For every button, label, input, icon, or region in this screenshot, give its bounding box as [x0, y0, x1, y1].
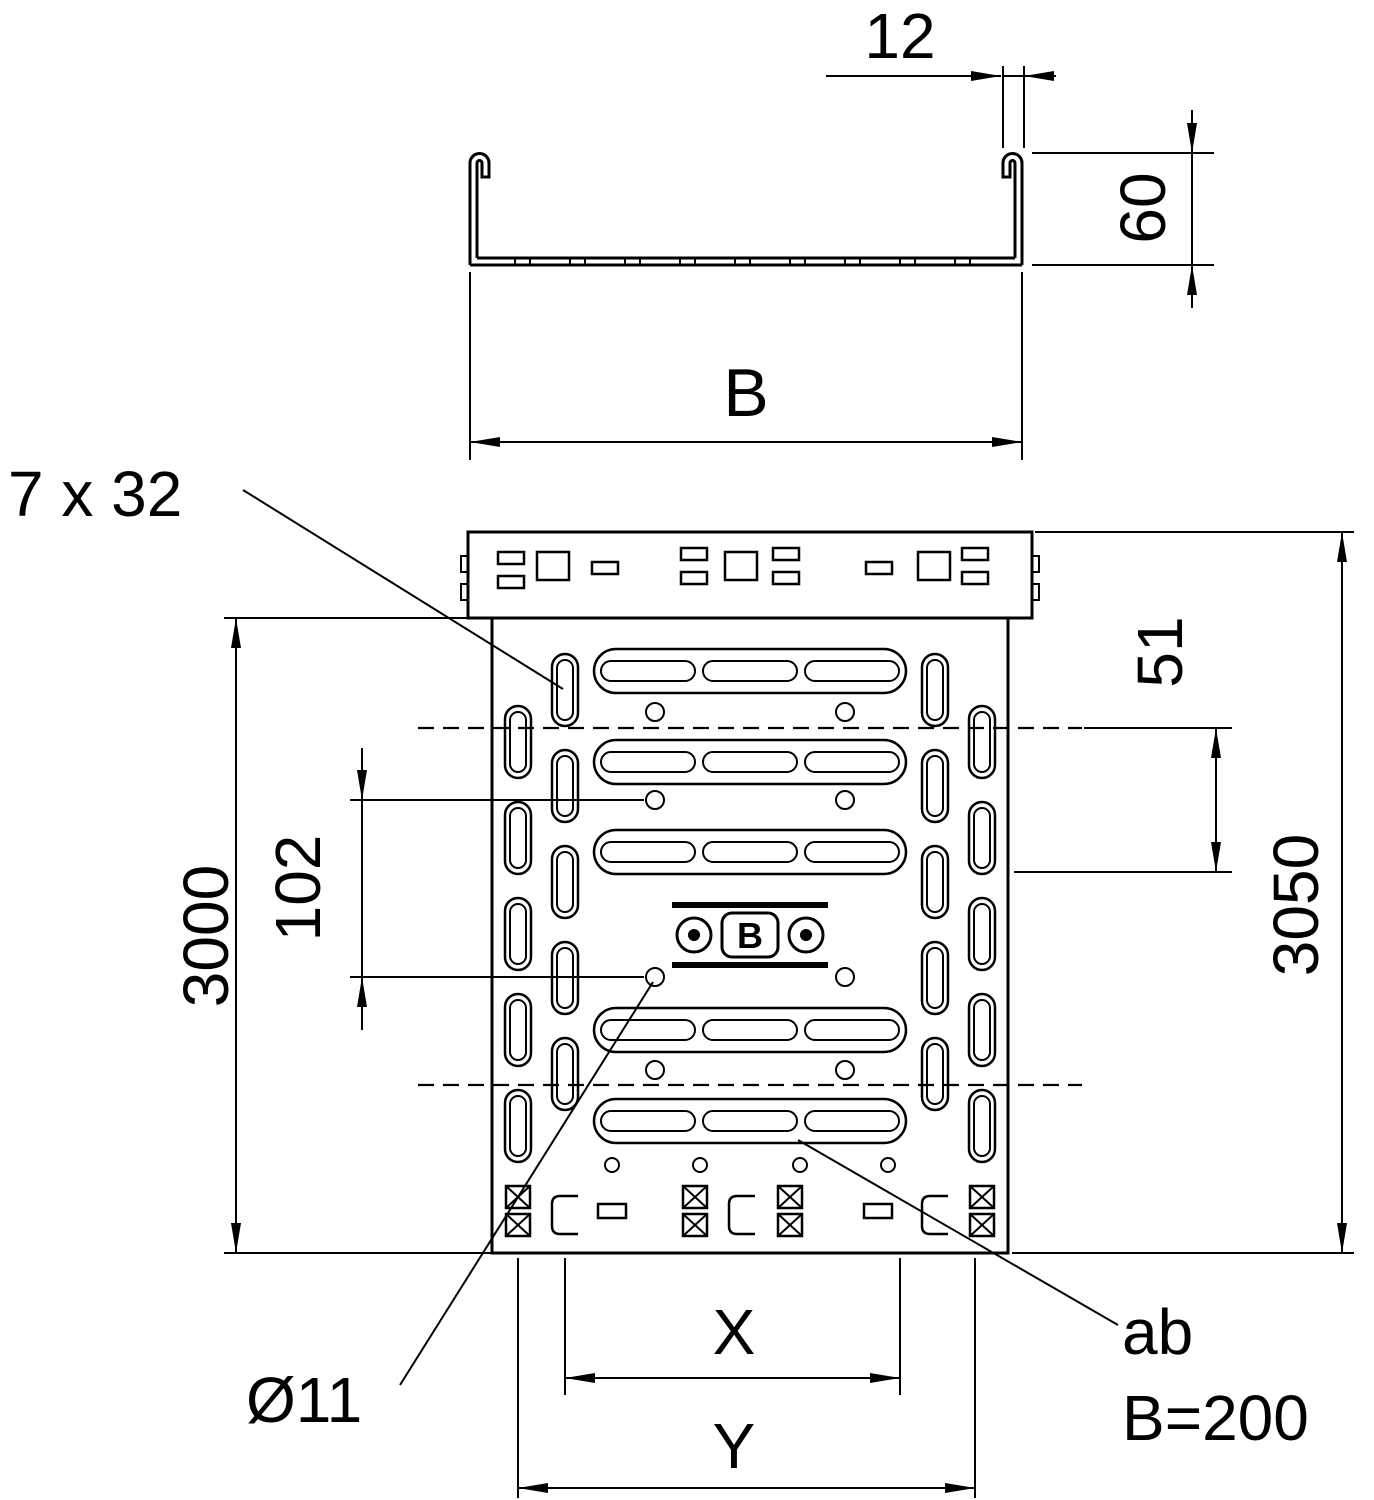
logo-b-frame [720, 911, 780, 959]
logo-o-right-dot [800, 929, 812, 941]
note-ab-b200: ab B=200 [797, 1139, 1309, 1454]
dim-y-label: Y [713, 1410, 756, 1482]
profile-right-wall [1001, 152, 1024, 265]
logo-o-left-dot [688, 929, 700, 941]
dimension-x: X [564, 1258, 901, 1395]
profile-bottom-perforation-ticks [514, 258, 971, 265]
coupler-band-holes [496, 546, 990, 590]
note-line2: B=200 [1122, 1382, 1309, 1454]
slot-size-label: 7 x 32 [8, 458, 182, 530]
dimension-height-60: 60 [1032, 110, 1214, 308]
dim-end-offset-label: 51 [1124, 616, 1196, 687]
dim-hole-pitch-label: 102 [262, 835, 334, 942]
callout-hole-dia-11: Ø11 [246, 981, 654, 1436]
dimension-hole-pitch-102: 102 [262, 748, 644, 1030]
tray-body [490, 616, 1010, 1255]
plan-view: B 3000 [8, 458, 1354, 1498]
dim-lip-label: 12 [864, 0, 935, 72]
dimension-y: Y [517, 1258, 976, 1498]
dimension-end-offset-51: 51 [1014, 616, 1232, 873]
callout-slot-7x32: 7 x 32 [8, 458, 564, 690]
coupler-end-band [466, 530, 1034, 620]
dim-overall-label: 3050 [1260, 834, 1332, 976]
profile-left-wall [468, 152, 491, 265]
cross-section-view: 12 60 B [468, 0, 1214, 460]
obo-logo: B [672, 902, 828, 968]
hole-diameter-label: Ø11 [246, 1364, 362, 1436]
profile-bottom [470, 256, 1022, 267]
dimension-overall-3050: 3050 [1012, 531, 1354, 1254]
dim-width-label: B [723, 355, 768, 431]
note-line1: ab [1122, 1296, 1193, 1368]
logo-b-letter: B [737, 915, 763, 956]
dimension-width-B: B [469, 272, 1023, 460]
bottom-slot-groups [592, 647, 908, 1145]
coupler-edge-tabs [460, 555, 1040, 601]
dim-x-label: X [713, 1296, 756, 1368]
logo-o-right [787, 916, 825, 954]
dim-height-label: 60 [1107, 172, 1179, 243]
dimension-lip-12: 12 [826, 0, 1056, 148]
logo-o-left [675, 916, 713, 954]
dim-length-label: 3000 [170, 865, 242, 1007]
